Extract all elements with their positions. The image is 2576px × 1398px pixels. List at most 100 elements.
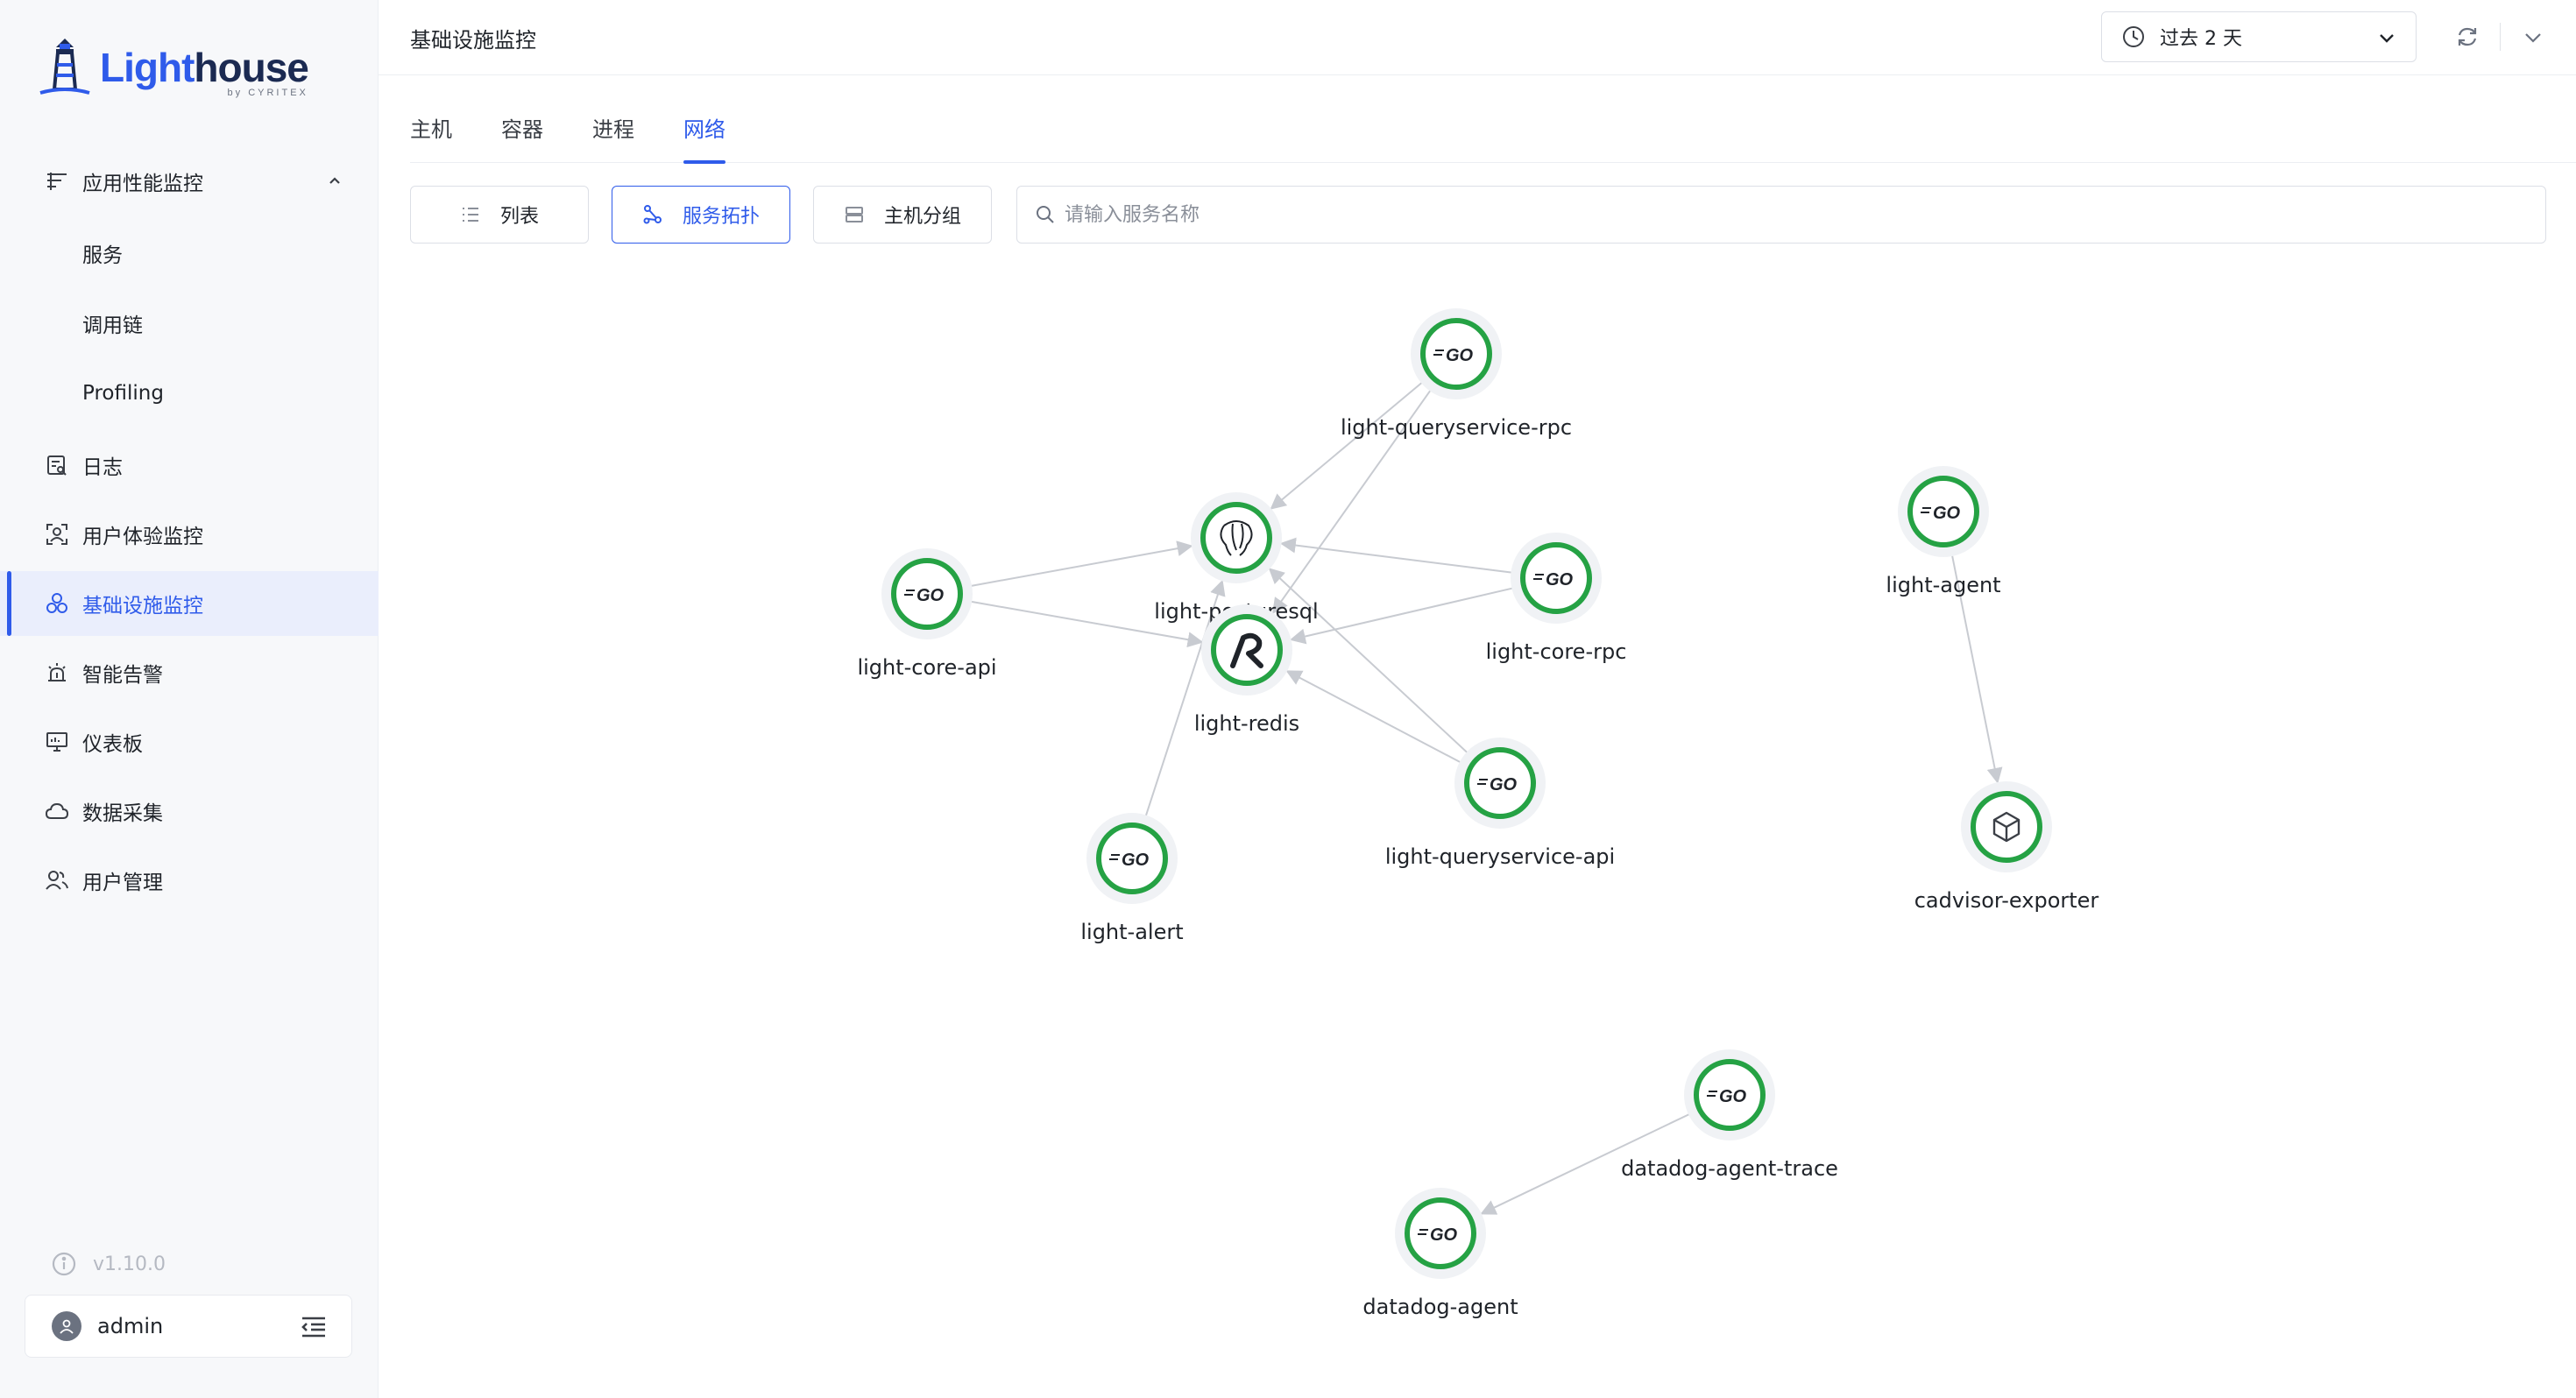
sidebar-item-infra[interactable]: 基础设施监控 xyxy=(0,571,379,636)
svg-text:GO: GO xyxy=(1446,346,1474,365)
service-topology-graph: GO light-queryservice-rpc light-postgresql… xyxy=(857,308,2098,1319)
list-icon xyxy=(462,208,478,222)
golang-icon: GO xyxy=(1707,1087,1747,1106)
topology-nodes: GO light-queryservice-rpc light-postgresql… xyxy=(857,308,2098,1319)
chevron-down-icon[interactable] xyxy=(2522,26,2544,49)
cluster-icon xyxy=(44,590,70,617)
tab-network[interactable]: 网络 xyxy=(683,107,725,164)
host-group-button[interactable]: 主机分组 xyxy=(813,186,992,244)
users-icon xyxy=(44,867,70,893)
sidebar-item-logs[interactable]: 日志 xyxy=(0,433,379,498)
sidebar-subitem-profiling[interactable]: Profiling xyxy=(0,358,379,428)
sidebar: Lighthouse by CYRITEX 应用性能监控 服务 调用链 Prof… xyxy=(0,0,379,1398)
topology-node-label: light-core-rpc xyxy=(1486,639,1627,664)
topology-edge-qapi-redis xyxy=(1285,670,1462,764)
alarm-light-icon xyxy=(44,660,70,686)
log-search-icon xyxy=(44,452,70,478)
sidebar-item-label: 用户管理 xyxy=(82,872,163,894)
topology-node-agent[interactable]: GO light-agent xyxy=(1886,466,2001,597)
topology-edge-coreapi-pg xyxy=(970,540,1193,588)
sidebar-item-collect[interactable]: 数据采集 xyxy=(0,779,379,844)
topology-node-label: light-redis xyxy=(1194,711,1299,736)
golang-icon: GO xyxy=(1477,775,1518,794)
topology-node-qapi[interactable]: GO light-queryservice-api xyxy=(1385,738,1615,869)
topology-node-label: cadvisor-exporter xyxy=(1914,888,2099,913)
app-version: v1.10.0 xyxy=(51,1251,166,1277)
avatar[interactable] xyxy=(52,1311,81,1341)
topology-edge-corerpc-pg xyxy=(1279,537,1513,574)
svg-text:GO: GO xyxy=(1122,851,1150,870)
host-group-label: 主机分组 xyxy=(883,206,961,228)
topology-node-redis[interactable]: light-redis xyxy=(1194,604,1299,736)
topology-node-cadvisor[interactable]: cadvisor-exporter xyxy=(1914,781,2099,913)
postgresql-elephant-icon xyxy=(1220,520,1253,556)
topology-node-label: light-queryservice-rpc xyxy=(1341,415,1572,440)
sidebar-subitem-services[interactable]: 服务 xyxy=(0,218,379,288)
golang-icon: GO xyxy=(1533,570,1574,590)
svg-text:GO: GO xyxy=(1490,775,1518,794)
list-view-button[interactable]: 列表 xyxy=(410,186,589,244)
tab-hosts[interactable]: 主机 xyxy=(410,117,452,142)
sidebar-item-label: 仪表板 xyxy=(82,733,143,756)
sidebar-item-apm[interactable]: 应用性能监控 xyxy=(0,149,379,214)
topology-node-pg[interactable]: light-postgresql xyxy=(1154,492,1319,624)
user-scan-icon xyxy=(44,521,70,547)
lighthouse-logo-icon xyxy=(39,39,90,95)
svg-text:GO: GO xyxy=(1933,504,1961,523)
clock-icon xyxy=(2123,26,2144,47)
sidebar-subitem-label: 服务 xyxy=(82,244,123,267)
topology-node-qrpc[interactable]: GO light-queryservice-rpc xyxy=(1341,308,1572,440)
list-view-label: 列表 xyxy=(499,206,539,228)
filter-lines-icon xyxy=(44,168,70,194)
sidebar-collapse-icon[interactable] xyxy=(301,1315,327,1339)
golang-icon: GO xyxy=(1109,851,1150,870)
sidebar-subitem-traces[interactable]: 调用链 xyxy=(0,288,379,358)
search-input[interactable] xyxy=(1065,203,2519,226)
node-ring xyxy=(1211,614,1283,686)
user-menu[interactable]: admin xyxy=(25,1295,352,1358)
page-title: 基础设施监控 xyxy=(410,28,536,53)
topology-node-label: datadog-agent-trace xyxy=(1621,1156,1838,1181)
topology-node-corerpc[interactable]: GO light-core-rpc xyxy=(1486,533,1627,664)
node-ring xyxy=(1694,1059,1766,1131)
logo-text-primary: Light xyxy=(100,45,195,90)
sidebar-item-dashboard[interactable]: 仪表板 xyxy=(0,710,379,774)
sidebar-item-users[interactable]: 用户管理 xyxy=(0,848,379,913)
logo-subtitle: by CYRITEX xyxy=(227,88,308,98)
sidebar-item-rum[interactable]: 用户体验监控 xyxy=(0,502,379,567)
topology-view-label: 服务拓扑 xyxy=(682,206,760,228)
topology-node-label: light-queryservice-api xyxy=(1385,844,1615,869)
sidebar-item-label: 智能告警 xyxy=(82,664,163,687)
header-divider xyxy=(2500,23,2501,51)
tab-containers[interactable]: 容器 xyxy=(501,117,543,142)
logo[interactable]: Lighthouse by CYRITEX xyxy=(39,35,309,98)
time-range-select[interactable]: 过去 2 天 xyxy=(2101,11,2417,62)
node-ring xyxy=(1096,823,1168,894)
node-ring xyxy=(1420,318,1492,390)
chevron-down-icon xyxy=(2380,34,2394,43)
node-ring xyxy=(1464,747,1536,819)
sidebar-item-alert[interactable]: 智能告警 xyxy=(0,640,379,705)
search-icon xyxy=(1037,206,1054,223)
golang-icon: GO xyxy=(904,586,945,605)
svg-text:GO: GO xyxy=(1430,1225,1458,1245)
tab-processes[interactable]: 进程 xyxy=(592,117,634,142)
chevron-up-icon[interactable] xyxy=(326,172,343,189)
sidebar-item-label: 数据采集 xyxy=(82,802,163,825)
golang-icon: GO xyxy=(1433,346,1474,365)
node-ring xyxy=(1200,502,1272,574)
topology-node-label: light-agent xyxy=(1886,573,2000,597)
sidebar-nav: 应用性能监控 服务 调用链 Profiling 日志 用户体验监控 xyxy=(0,149,379,917)
service-search[interactable] xyxy=(1016,186,2546,244)
refresh-icon[interactable] xyxy=(2455,25,2480,49)
topology-view-button[interactable]: 服务拓扑 xyxy=(612,186,790,244)
topology-node-ddtrace[interactable]: GO datadog-agent-trace xyxy=(1621,1049,1838,1181)
topology-icon xyxy=(643,205,662,224)
redis-icon xyxy=(1230,632,1263,668)
topology-node-alert[interactable]: GO light-alert xyxy=(1080,813,1184,944)
cloud-icon xyxy=(44,798,70,824)
svg-text:GO: GO xyxy=(1719,1087,1747,1106)
topology-node-label: light-alert xyxy=(1080,920,1183,944)
